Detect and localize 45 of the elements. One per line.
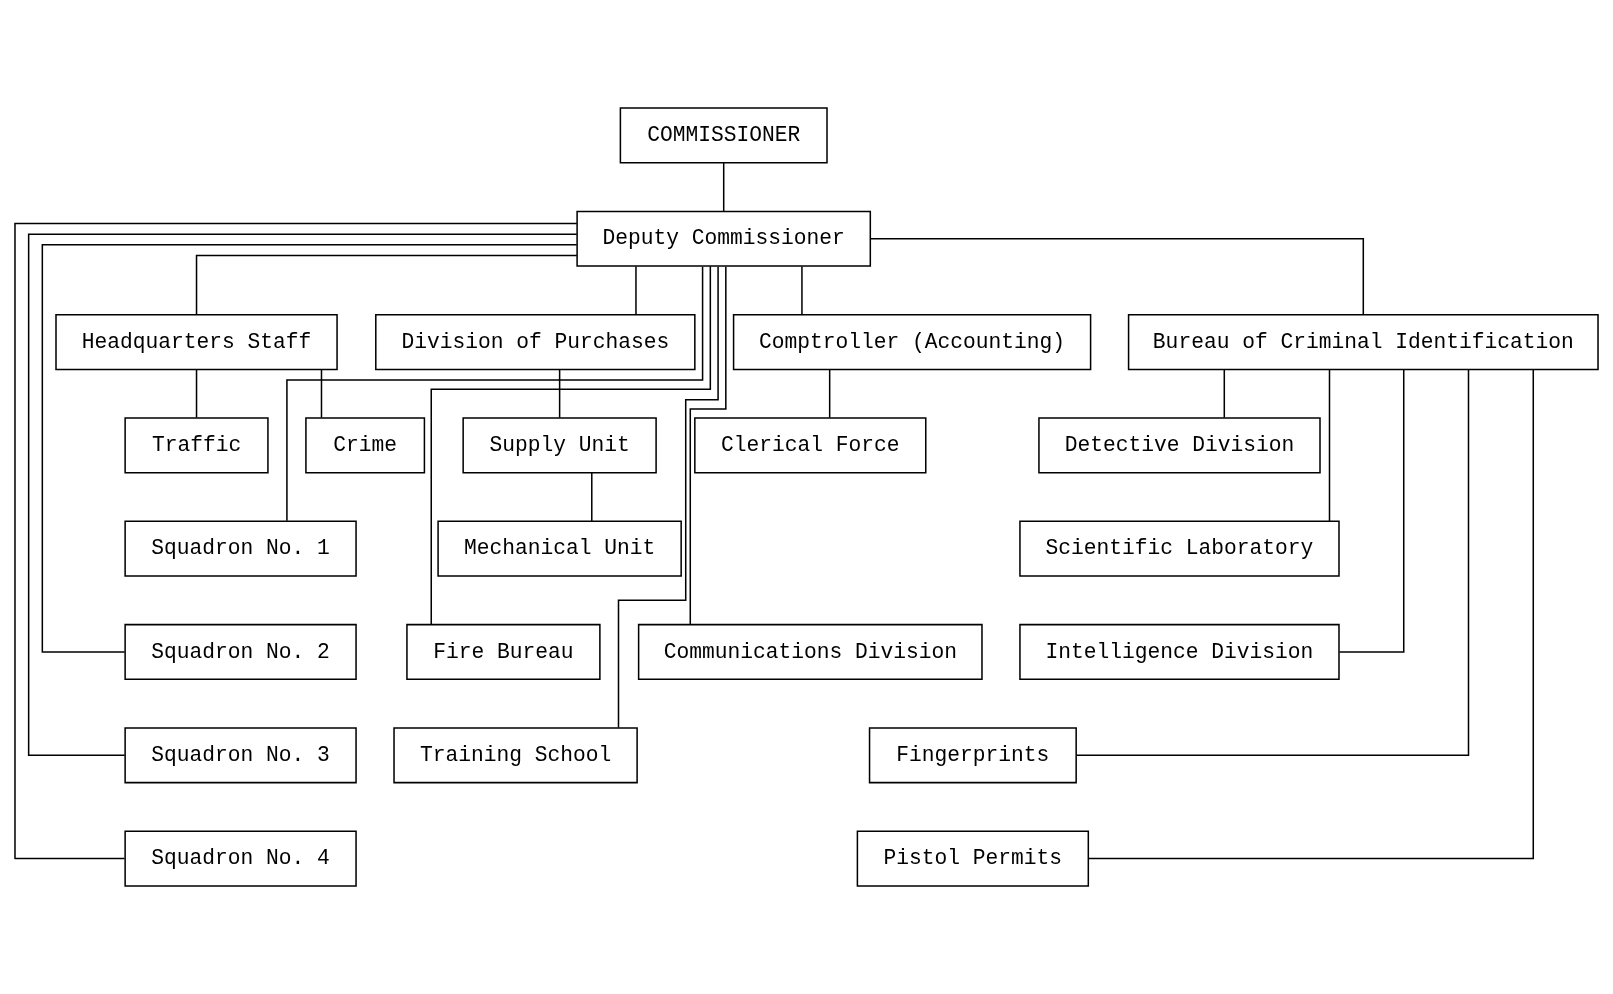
node-box: Division of Purchases (375, 313, 696, 371)
node-box: Supply Unit (462, 417, 657, 474)
node-box: Fire Bureau (406, 623, 601, 681)
node-box: COMMISSIONER (619, 107, 828, 164)
connector (869, 237, 1365, 316)
node-box: Comptroller (Accounting) (732, 313, 1092, 371)
connector (591, 472, 593, 522)
connector (689, 266, 727, 626)
node-box: Squadron No. 2 (124, 623, 357, 681)
connector (801, 265, 803, 316)
connector (1328, 368, 1331, 522)
connector (635, 265, 637, 316)
connector (320, 368, 323, 419)
connector (195, 368, 198, 419)
connector (27, 233, 578, 757)
node-box: Squadron No. 1 (124, 520, 357, 577)
connector (558, 368, 561, 419)
connector (14, 222, 578, 860)
connector (1076, 369, 1470, 757)
connector (1338, 368, 1405, 653)
node-box: Scientific Laboratory (1019, 520, 1340, 577)
node-box: Headquarters Staff (55, 313, 338, 371)
node-box: Deputy Commissioner (576, 210, 872, 267)
connector (617, 266, 719, 729)
connector (1088, 369, 1535, 860)
node-box: Squadron No. 3 (124, 727, 357, 784)
connector (195, 254, 578, 316)
node-box: Squadron No. 4 (124, 830, 357, 887)
connector (828, 368, 831, 419)
node-box: Communications Division (637, 623, 983, 681)
node-box: Bureau of Criminal Identification (1127, 313, 1599, 371)
connector (41, 244, 578, 653)
connector (722, 162, 725, 212)
node-box: Mechanical Unit (437, 520, 682, 577)
node-box: Traffic (124, 417, 269, 474)
node-box: Pistol Permits (856, 830, 1090, 887)
node-box: Intelligence Division (1019, 623, 1340, 681)
connector (1223, 368, 1226, 419)
node-box: Crime (305, 417, 426, 474)
node-box: Training School (393, 727, 638, 784)
node-box: Clerical Force (694, 417, 927, 474)
node-box: Detective Division (1038, 417, 1321, 474)
connector (430, 265, 712, 626)
connector (286, 265, 704, 522)
node-box: Fingerprints (868, 727, 1077, 784)
